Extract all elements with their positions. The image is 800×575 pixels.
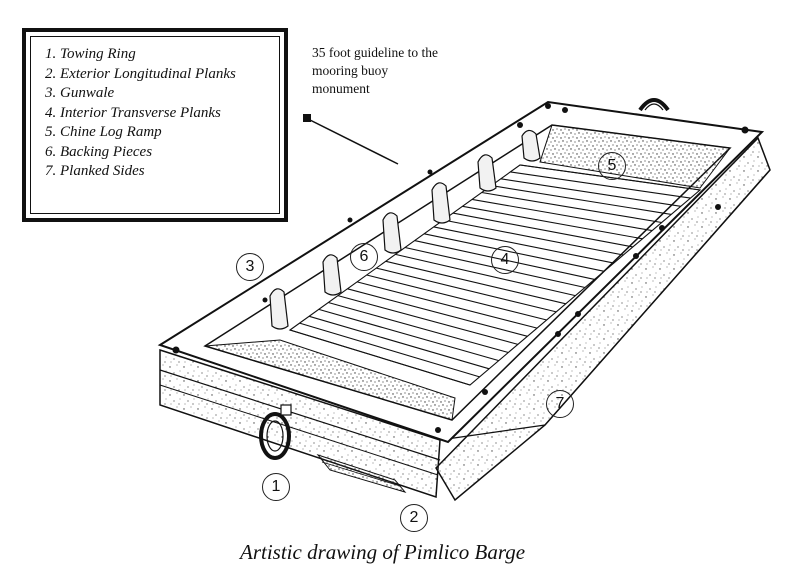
gunwale-bolts	[172, 103, 749, 433]
plank-line	[366, 274, 547, 321]
plank-line	[500, 178, 681, 207]
plank-line	[385, 260, 566, 305]
plank-line	[347, 288, 528, 337]
chine-log-ramp-bow	[204, 339, 456, 421]
legend-item: 6. Backing Pieces	[45, 143, 153, 160]
plank-line	[376, 267, 557, 313]
guideline	[303, 114, 399, 165]
towing-ring-bow	[259, 404, 292, 460]
figure-caption: Artistic drawing of Pimlico Barge	[240, 540, 526, 564]
plank-line	[452, 212, 634, 248]
legend-item: 1. Towing Ring	[45, 46, 136, 62]
callout-interior-planks: 4	[491, 246, 519, 274]
plank-line	[433, 226, 614, 264]
plank-line	[395, 253, 576, 297]
towing-ring-stern	[638, 98, 670, 112]
plank-line	[481, 191, 662, 224]
callout-exterior-planks: 2	[400, 504, 428, 532]
legend-list: 1. Towing Ring 2. Exterior Longitudinal …	[30, 36, 280, 214]
plank-line	[491, 185, 672, 215]
guideline-note: 35 foot guideline to the mooring buoy mo…	[312, 45, 438, 96]
plank-line	[337, 295, 519, 345]
callout-chine-log-ramp: 5	[598, 152, 626, 180]
callout-gunwale: 3	[236, 253, 264, 281]
plank-line	[472, 198, 653, 232]
hull-bow	[159, 348, 441, 499]
plank-line	[309, 315, 490, 370]
callout-towing-ring: 1	[262, 473, 290, 501]
exterior-planks	[316, 454, 407, 493]
legend-item: 3. Gunwale	[45, 85, 115, 101]
plank-line	[510, 171, 691, 199]
legend-item: 2. Exterior Longitudinal Planks	[45, 65, 236, 82]
plank-line	[462, 205, 643, 240]
plank-line	[328, 301, 509, 354]
legend-box: 1. Towing Ring 2. Exterior Longitudinal …	[22, 28, 288, 222]
plank-line	[443, 219, 624, 256]
callout-backing-pieces: 6	[350, 243, 378, 271]
plank-line	[299, 322, 480, 378]
chine-log-ramp-stern	[539, 124, 731, 189]
legend-item: 5. Chine Log Ramp	[45, 124, 162, 140]
plank-line	[356, 281, 538, 329]
callout-planked-sides: 7	[546, 390, 574, 418]
legend-item: 7. Planked Sides	[45, 163, 145, 179]
legend-item: 4. Interior Transverse Planks	[45, 104, 221, 121]
plank-line	[318, 308, 499, 362]
backing-pieces	[269, 129, 541, 330]
